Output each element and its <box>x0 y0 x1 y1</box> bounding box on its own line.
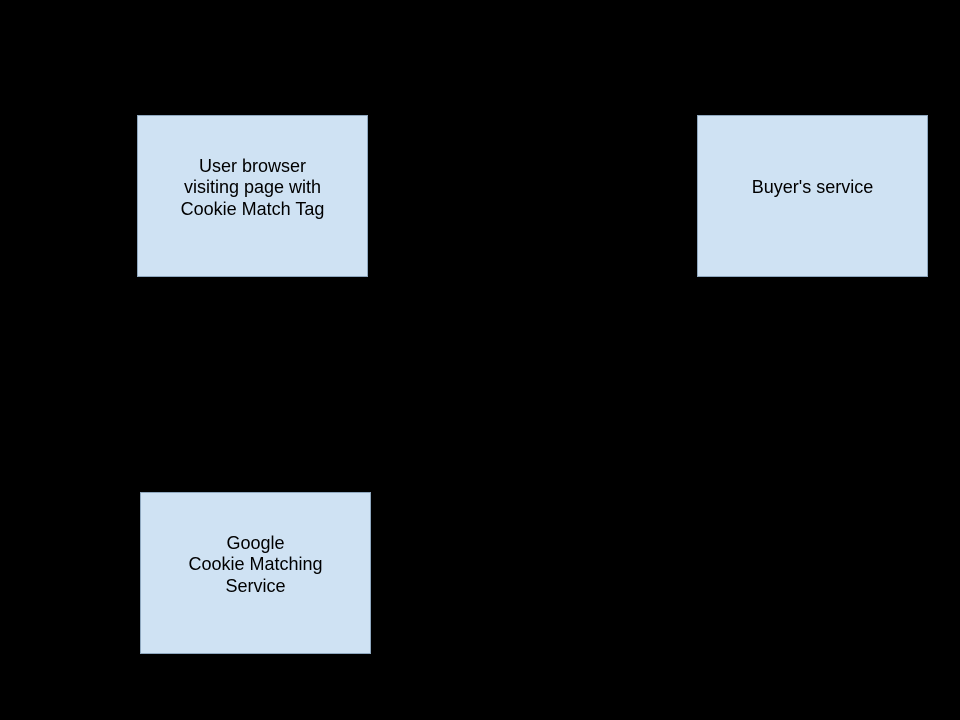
node-user-browser: User browser visiting page with Cookie M… <box>137 115 368 277</box>
node-google-cookie-matching-service-label: Google Cookie Matching Service <box>188 532 323 596</box>
node-buyers-service: Buyer's service <box>697 115 928 277</box>
node-user-browser-label: User browser visiting page with Cookie M… <box>180 155 325 219</box>
node-google-cookie-matching-service: Google Cookie Matching Service <box>140 492 371 654</box>
node-buyers-service-label: Buyer's service <box>751 177 874 198</box>
